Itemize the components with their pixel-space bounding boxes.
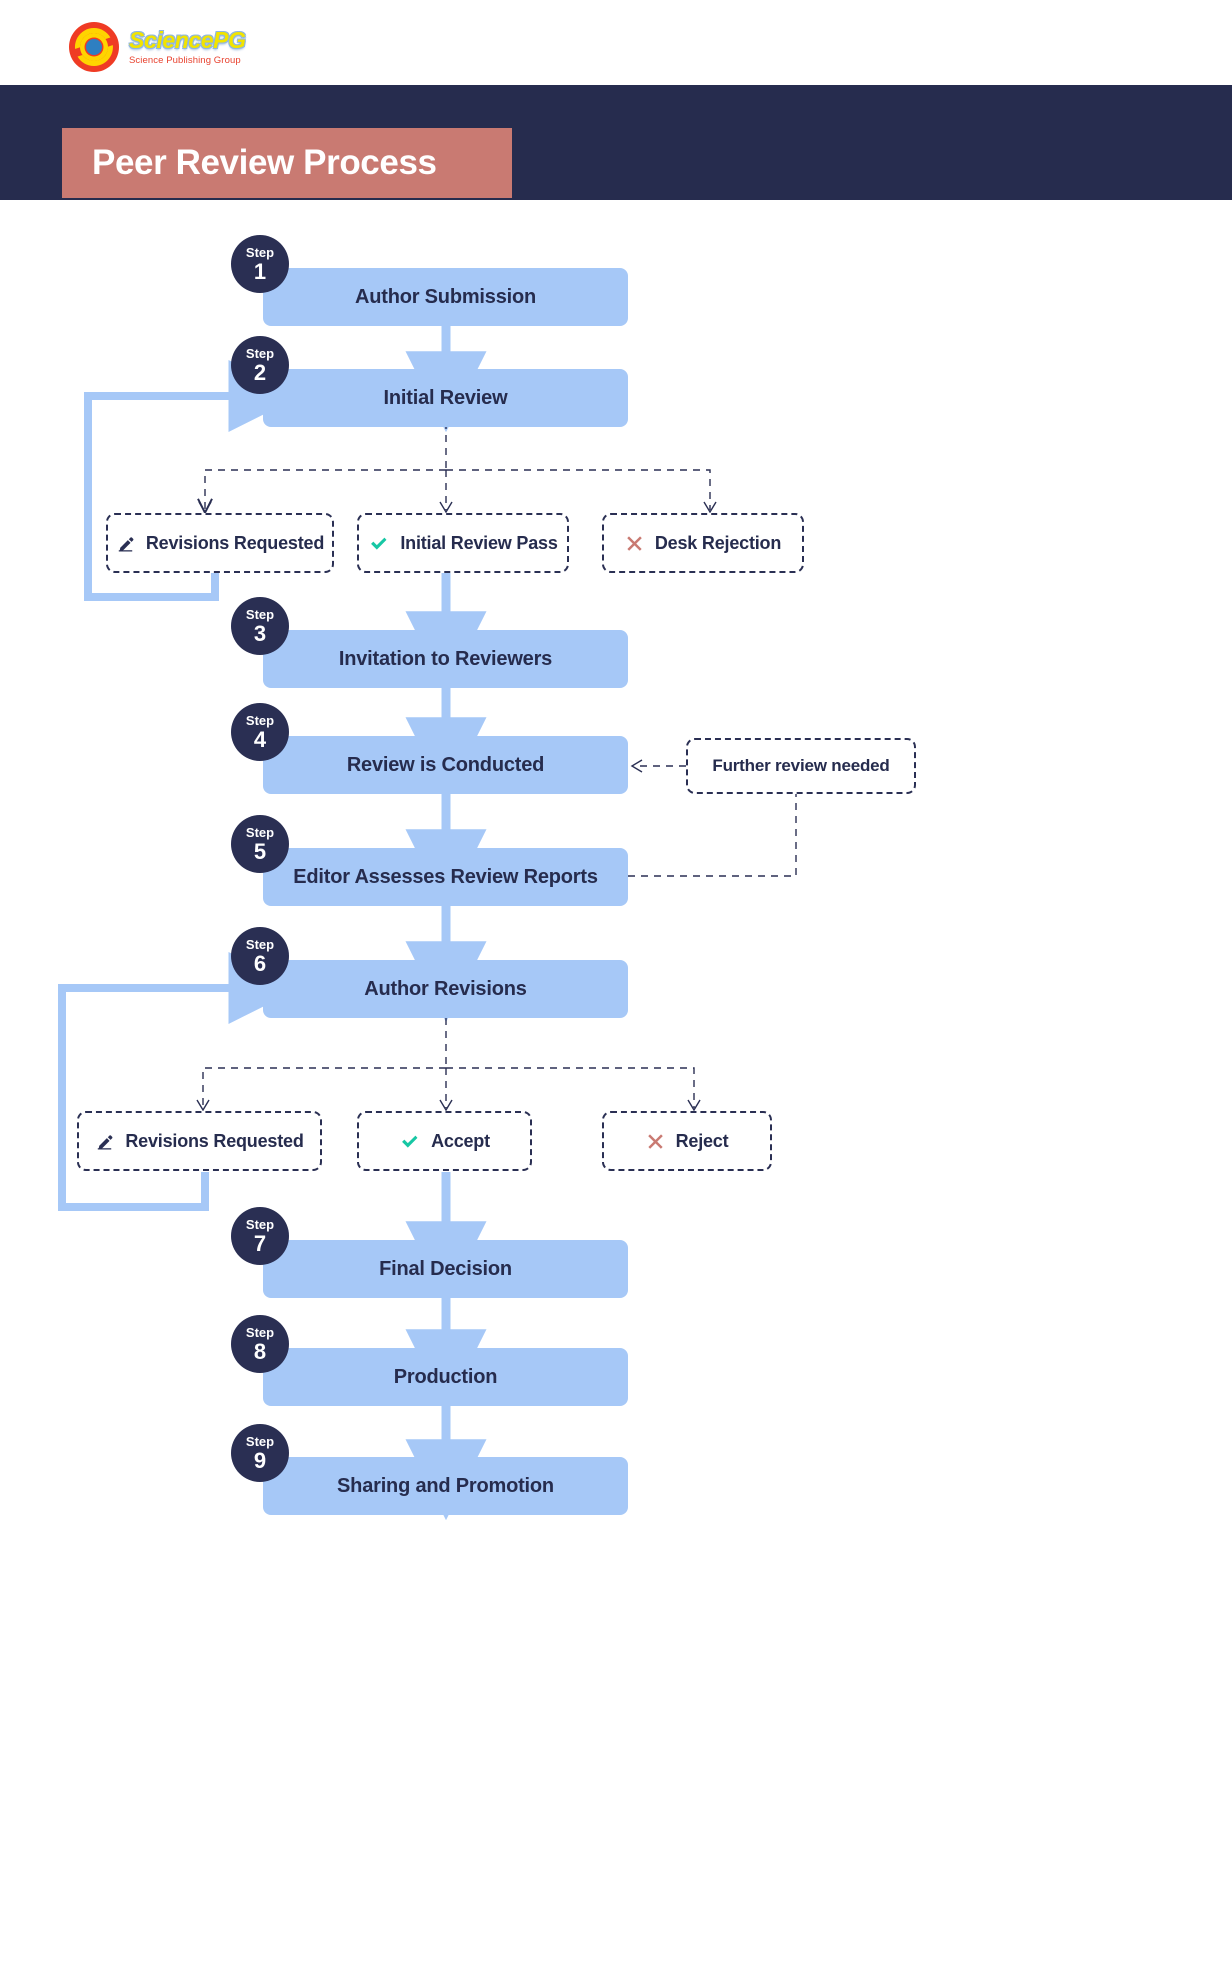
step-badge-9: Step 9 [231,1424,289,1482]
brand-tagline: Science Publishing Group [129,54,241,66]
decision-revisions-requested-1[interactable]: Revisions Requested [106,513,334,573]
step-badge-1: Step 1 [231,235,289,293]
decision-reject[interactable]: Reject [602,1111,772,1171]
step-badge-4: Step 4 [231,703,289,761]
cross-icon [625,534,644,553]
step-number: 3 [253,620,267,646]
step-word: Step [245,244,275,260]
node-author-submission[interactable]: Author Submission [263,268,628,326]
step-word: Step [245,824,275,840]
node-label: Author Revisions [364,977,527,1000]
node-author-revisions[interactable]: Author Revisions [263,960,628,1018]
pencil-icon [95,1132,114,1151]
step-word: Step [245,936,275,952]
step-number: 4 [253,726,267,752]
node-sharing-and-promotion[interactable]: Sharing and Promotion [263,1457,628,1515]
step-number: 9 [253,1447,267,1473]
decision-label: Initial Review Pass [400,532,558,553]
step-word: Step [245,1324,275,1340]
sciencepg-circular-logo [68,21,120,73]
step-badge-3: Step 3 [231,597,289,655]
cross-icon [646,1132,665,1151]
decision-label: Desk Rejection [654,532,782,553]
step-word: Step [245,1216,275,1232]
node-editor-assesses-review-reports[interactable]: Editor Assesses Review Reports [263,848,628,906]
step-number: 8 [253,1338,267,1364]
step-badge-2: Step 2 [231,336,289,394]
node-production[interactable]: Production [263,1348,628,1406]
decision-label: Accept [431,1130,490,1151]
decision-desk-rejection[interactable]: Desk Rejection [602,513,804,573]
step-number: 2 [253,359,267,385]
node-label: Final Decision [379,1257,512,1280]
step-word: Step [245,712,275,728]
step-number: 7 [253,1230,267,1256]
check-icon [368,533,389,554]
note-further-review-needed[interactable]: Further review needed [686,738,916,794]
title-banner: Peer Review Process [62,128,512,198]
decision-accept[interactable]: Accept [357,1111,532,1171]
node-label: Review is Conducted [346,753,545,776]
step-number: 5 [253,838,267,864]
flow-diagram: Author Submission Step 1 Initial Review … [0,200,1232,1986]
check-icon [399,1131,420,1152]
step-badge-7: Step 7 [231,1207,289,1265]
node-label: Editor Assesses Review Reports [293,865,598,888]
decision-label: Revisions Requested [145,532,325,553]
node-label: Invitation to Reviewers [338,647,553,670]
step-number: 6 [253,950,267,976]
node-label: Production [393,1365,498,1388]
node-review-is-conducted[interactable]: Review is Conducted [263,736,628,794]
node-label: Author Submission [354,285,537,308]
node-label: Sharing and Promotion [337,1474,554,1497]
pencil-icon [116,534,135,553]
step-badge-5: Step 5 [231,815,289,873]
decision-revisions-requested-2[interactable]: Revisions Requested [77,1111,322,1171]
connector-layer [58,326,797,1521]
step-badge-8: Step 8 [231,1315,289,1373]
step-word: Step [245,1433,275,1449]
step-badge-6: Step 6 [231,927,289,985]
node-final-decision[interactable]: Final Decision [263,1240,628,1298]
brand-logo[interactable]: SciencePG Science Publishing Group [68,18,268,76]
node-label: Initial Review [383,386,508,409]
page-title: Peer Review Process [92,143,437,182]
decision-initial-review-pass[interactable]: Initial Review Pass [357,513,569,573]
note-label: Further review needed [712,756,890,775]
brand-name: SciencePG [129,26,246,53]
decision-label: Revisions Requested [125,1130,304,1151]
node-initial-review[interactable]: Initial Review [263,369,628,427]
node-invitation-to-reviewers[interactable]: Invitation to Reviewers [263,630,628,688]
step-word: Step [245,606,275,622]
step-number: 1 [253,258,267,284]
decision-label: Reject [675,1130,729,1151]
step-word: Step [245,345,275,361]
